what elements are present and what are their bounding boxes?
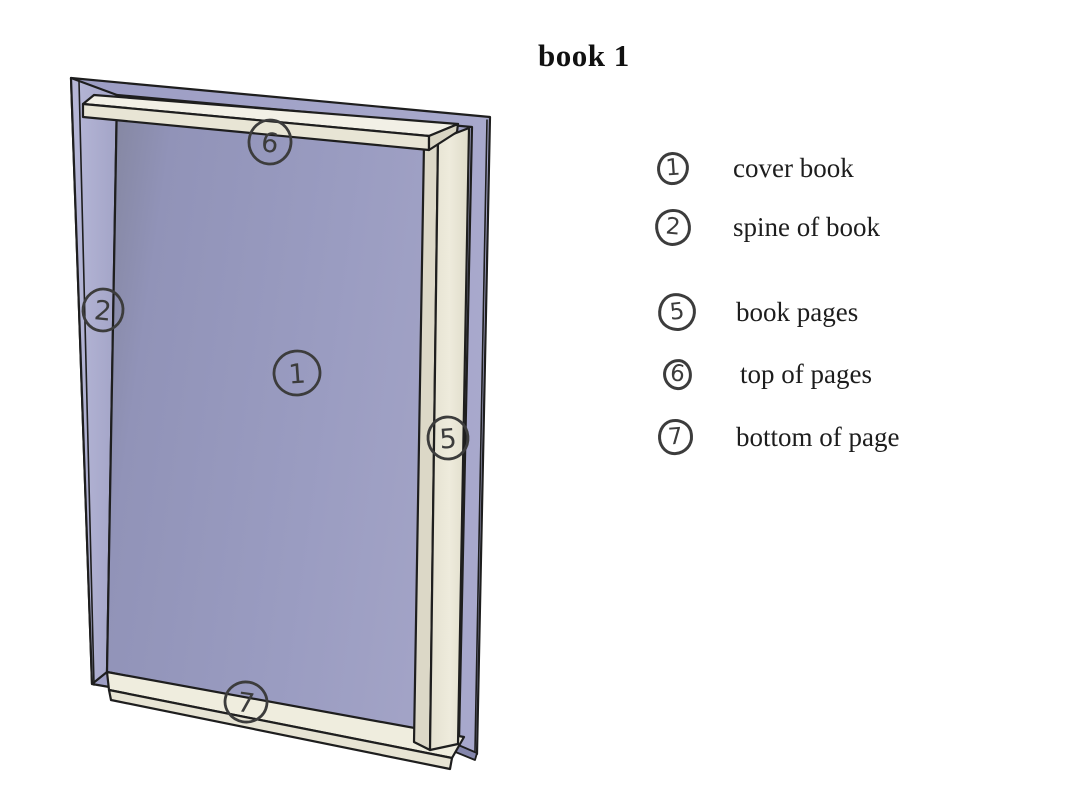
annotation-number-7: 7 [235,687,256,720]
circled-number-1-marker [272,349,322,397]
legend-item-top-of-pages: 6 top of pages [661,357,872,392]
legend-label-top-of-pages: top of pages [740,359,872,389]
legend-label-book-pages: book pages [736,296,859,327]
legend-circled-number-5: 5 [656,291,698,333]
circled-number-2-marker [81,287,125,333]
circled-number-7-marker [223,680,269,724]
legend-label-bottom-of-page: bottom of page [736,421,900,452]
annotation-number-1: 1 [287,358,306,390]
legend-circled-number-6: 6 [661,357,694,392]
legend-circled-number-1: 1 [655,150,691,187]
bottom-pages-front-face [107,688,454,771]
legend-item-spine-of-book: 2 spine of book [653,207,880,248]
legend-circled-number-2: 2 [653,207,693,248]
annotation-number-5: 5 [438,423,457,455]
circled-number-6-marker [247,118,293,166]
legend-label-cover-book: cover book [733,153,854,183]
annotation-number-2: 2 [93,295,113,328]
legend-item-cover-book: 1 cover book [655,150,854,187]
legend-item-book-pages: 5 book pages [656,291,859,333]
board-edge-line-right [474,119,488,752]
book-diagram: 1 2 5 6 7 [69,76,492,771]
page-title: book 1 [538,38,630,73]
pages-fore-edge [428,126,471,752]
legend-label-spine-of-book: spine of book [733,212,880,242]
annotation-number-6: 6 [259,127,280,160]
top-pages-end-cap [427,122,460,152]
board-edge-line-left [78,80,95,686]
legend-circled-number-7: 7 [656,417,695,457]
legend-item-bottom-of-page: 7 bottom of page [656,417,900,457]
circled-number-5-marker [426,415,470,461]
